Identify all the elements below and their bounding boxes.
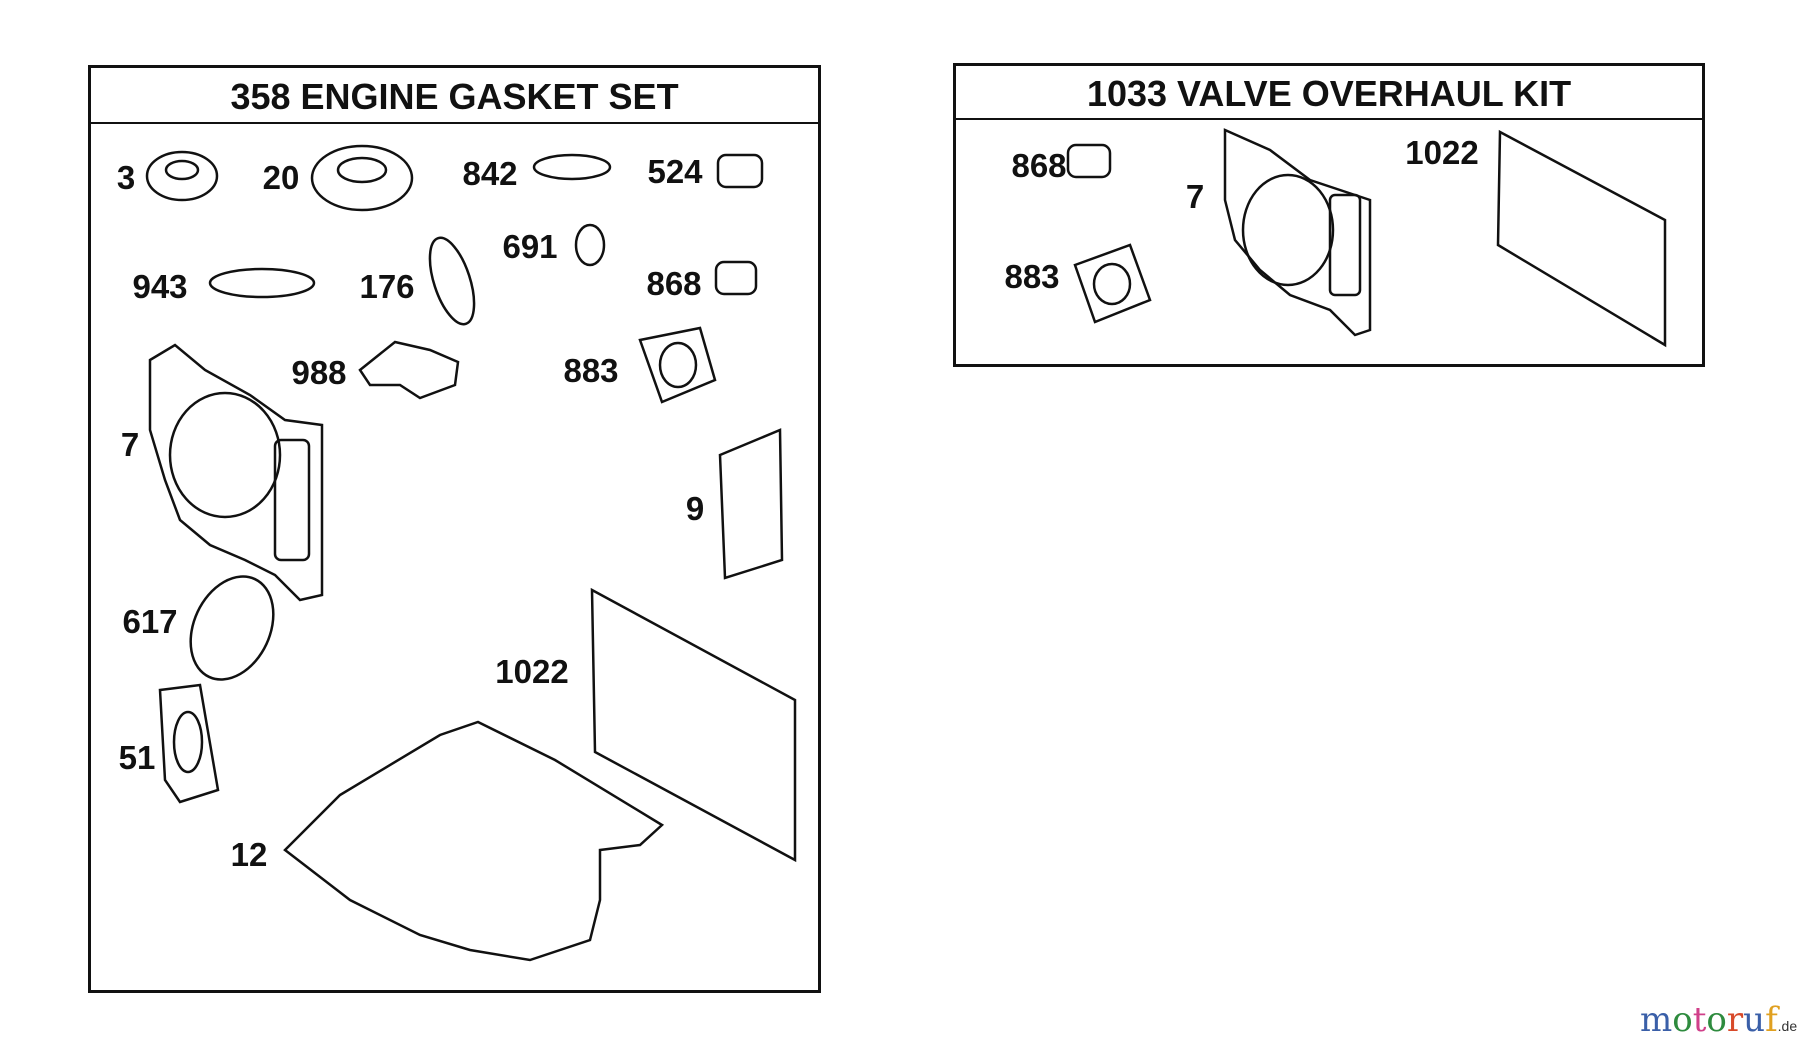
callout-691: 691: [502, 228, 558, 265]
callout-1022-right: 1022: [1405, 134, 1479, 171]
callout-9: 9: [685, 490, 705, 527]
panel-title: 358 ENGINE GASKET SET: [91, 68, 818, 124]
callout-7-right: 7: [1185, 178, 1205, 215]
callout-988: 988: [291, 354, 347, 391]
callout-617: 617: [122, 603, 178, 640]
callout-868-right: 868: [1011, 147, 1067, 184]
logo-text: motoruf: [1640, 1000, 1778, 1040]
engine-gasket-set-panel: 358 ENGINE GASKET SET: [88, 65, 821, 993]
callout-12: 12: [230, 836, 268, 873]
callout-943: 943: [132, 268, 188, 305]
callout-20: 20: [262, 159, 300, 196]
callout-176: 176: [359, 268, 415, 305]
callout-842: 842: [462, 155, 518, 192]
callout-883: 883: [563, 352, 619, 389]
motoruf-logo: motoruf.de: [1640, 1000, 1797, 1040]
callout-3: 3: [116, 159, 136, 196]
callout-883-right: 883: [1004, 258, 1060, 295]
callout-1022: 1022: [495, 653, 569, 690]
callout-51: 51: [118, 739, 156, 776]
logo-suffix: .de: [1777, 1018, 1798, 1034]
callout-7: 7: [120, 426, 140, 463]
callout-524: 524: [647, 153, 703, 190]
callout-868: 868: [646, 265, 702, 302]
panel-title: 1033 VALVE OVERHAUL KIT: [956, 66, 1702, 120]
